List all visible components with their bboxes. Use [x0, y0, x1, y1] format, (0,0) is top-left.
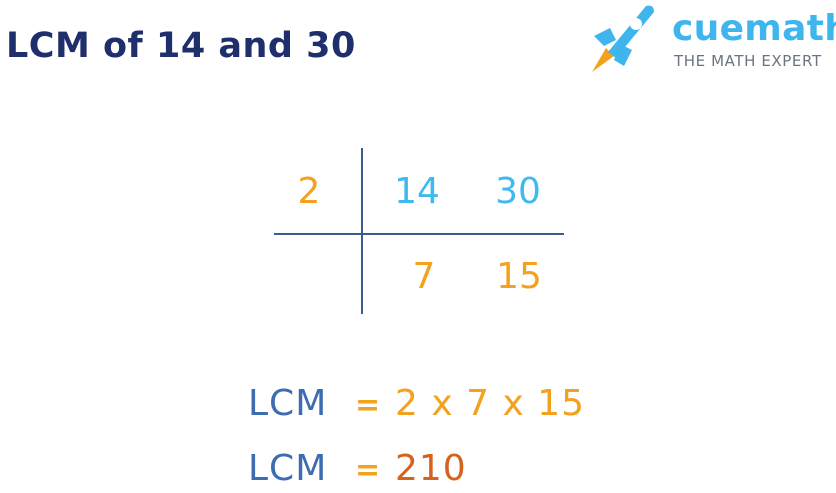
dividend-1: 14 — [394, 171, 440, 212]
page-title: LCM of 14 and 30 — [6, 26, 356, 66]
divisor: 2 — [297, 171, 321, 212]
lcm-label-1: LCM — [248, 383, 328, 424]
cuemath-logo: cuemath THE MATH EXPERT — [580, 0, 836, 80]
rocket-flame — [592, 48, 614, 72]
dividend-2: 30 — [495, 171, 541, 212]
quotient-2: 15 — [496, 256, 542, 297]
lcm-label-2: LCM — [248, 448, 328, 489]
rocket-icon — [592, 5, 654, 72]
lcm-value: 210 — [395, 448, 467, 489]
rocket-body — [608, 5, 654, 59]
equals-sign-2: = — [355, 453, 381, 488]
rocket-window — [630, 18, 642, 30]
division-horizontal-rule — [274, 233, 564, 235]
division-vertical-rule — [361, 148, 363, 314]
equals-sign-1: = — [355, 388, 381, 423]
logo-tagline: THE MATH EXPERT — [674, 52, 822, 70]
quotient-1: 7 — [412, 256, 436, 297]
logo-wordmark: cuemath — [672, 8, 836, 49]
lcm-expression: 2 x 7 x 15 — [395, 383, 585, 424]
rocket-fin-left — [594, 28, 616, 46]
